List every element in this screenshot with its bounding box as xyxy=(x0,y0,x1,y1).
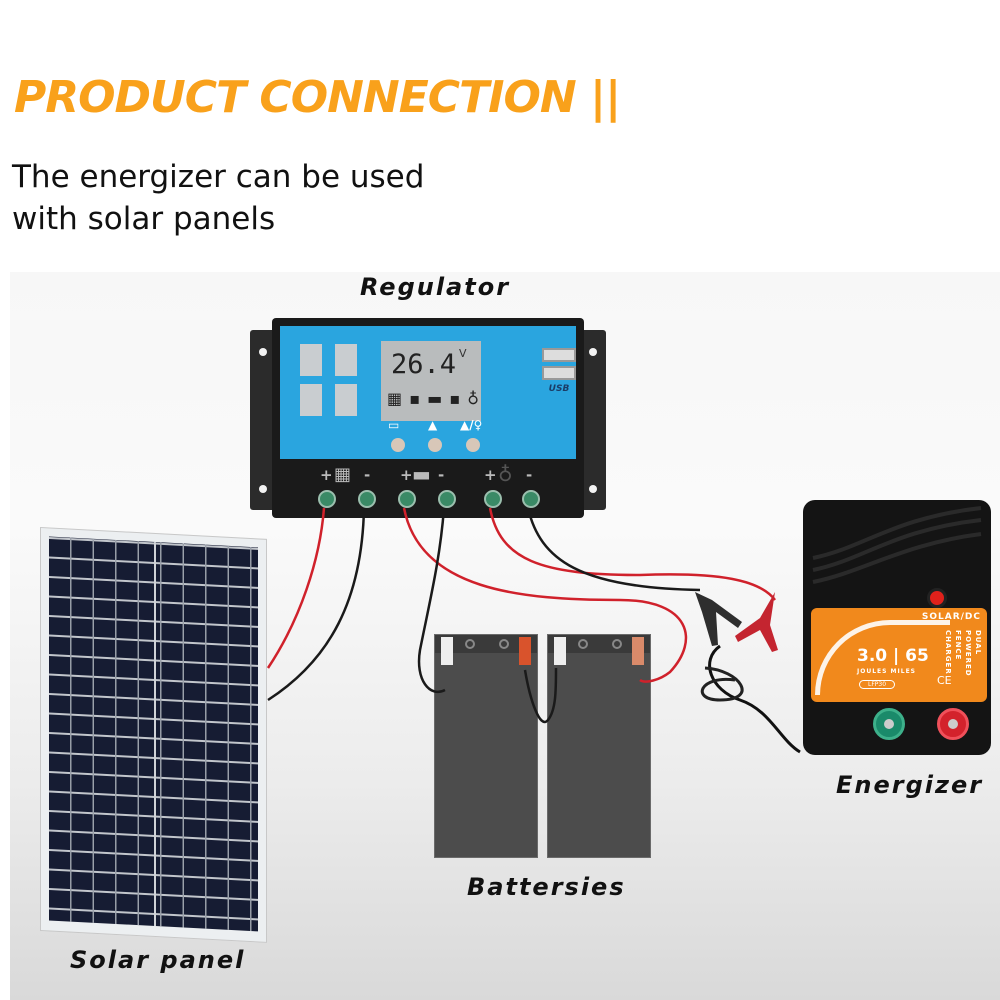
usb-label: USB xyxy=(548,384,570,394)
batteries-label: Battersies xyxy=(467,873,626,901)
ce-mark: CE xyxy=(937,674,952,687)
battery-cap xyxy=(499,639,509,649)
energizer-wave-grooves xyxy=(812,506,982,584)
lcd-display: 26.4 V ▦ ▪ ▬ ▪ ♁ xyxy=(381,341,481,421)
battery-negative-terminal xyxy=(554,637,566,665)
load-negative-terminal xyxy=(522,490,540,508)
fence-terminal xyxy=(937,708,969,740)
menu-icon: ▭ xyxy=(388,418,400,432)
battery-minus-sign: - xyxy=(438,466,445,484)
solar-positive-terminal xyxy=(318,490,336,508)
energizer: SOLAR/DC 3.0 | 65 JOULES MILES LFP30 CE … xyxy=(803,500,991,755)
ground-terminal xyxy=(873,708,905,740)
battery-positive-terminal xyxy=(398,490,416,508)
battery-positive-terminal xyxy=(519,637,531,665)
solar-terminal-icon: ▦ xyxy=(334,464,352,485)
menu-key[interactable] xyxy=(391,438,405,452)
energizer-model: LFP30 xyxy=(859,680,896,689)
battery-1 xyxy=(434,634,538,858)
energy-flow-icons: ▦ ▪ ▬ ▪ ♁ xyxy=(387,389,480,408)
voltage-readout: 26.4 xyxy=(391,349,457,380)
battery-cap xyxy=(465,639,475,649)
mount-hole xyxy=(589,485,597,493)
energizer-rating-units: JOULES MILES xyxy=(857,668,916,675)
battery-cap xyxy=(612,639,622,649)
regulator: 26.4 V ▦ ▪ ▬ ▪ ♁ USB ▭ ▲ ▲/♀ + ▦ - + ▬ -… xyxy=(250,318,606,518)
load-minus-sign: - xyxy=(526,466,533,484)
energizer-label: Energizer xyxy=(836,771,984,799)
up-key[interactable] xyxy=(428,438,442,452)
solar-panel-divider xyxy=(153,541,156,927)
page-subtitle: The energizer can be used with solar pan… xyxy=(12,156,492,240)
up-load-icon: ▲/♀ xyxy=(460,418,483,432)
battery-cap xyxy=(578,639,588,649)
mount-hole xyxy=(259,348,267,356)
voltage-unit: V xyxy=(459,347,467,360)
subtitle-line-2: with solar panels xyxy=(12,201,276,237)
regulator-face: 26.4 V ▦ ▪ ▬ ▪ ♁ USB ▭ ▲ ▲/♀ xyxy=(280,326,576,459)
solar-panel xyxy=(40,527,267,943)
usb-port xyxy=(542,348,576,362)
mount-hole xyxy=(589,348,597,356)
energizer-brand-text: SOLAR/DC xyxy=(921,612,981,622)
bulb-icon: ♁ xyxy=(498,462,513,486)
battery-terminal-icon: ▬ xyxy=(412,462,431,486)
indicator-square xyxy=(300,384,322,416)
indicator-square xyxy=(335,384,357,416)
solar-negative-terminal xyxy=(358,490,376,508)
battery-negative-terminal xyxy=(438,490,456,508)
load-positive-terminal xyxy=(484,490,502,508)
battery-negative-terminal xyxy=(441,637,453,665)
page-title: PRODUCT CONNECTION || xyxy=(14,72,621,123)
battery-positive-terminal xyxy=(632,637,644,665)
load-key[interactable] xyxy=(466,438,480,452)
battery-2 xyxy=(547,634,651,858)
regulator-body: 26.4 V ▦ ▪ ▬ ▪ ♁ USB ▭ ▲ ▲/♀ + ▦ - + ▬ -… xyxy=(272,318,584,518)
mount-hole xyxy=(259,485,267,493)
solar-panel-label: Solar panel xyxy=(70,946,246,974)
energizer-label-plate: SOLAR/DC 3.0 | 65 JOULES MILES LFP30 CE … xyxy=(811,608,987,702)
subtitle-line-1: The energizer can be used xyxy=(12,159,425,195)
load-plus-sign: + xyxy=(484,466,497,484)
solar-plus-sign: + xyxy=(320,466,333,484)
indicator-square xyxy=(335,344,357,376)
energizer-power-led xyxy=(927,588,947,608)
solar-minus-sign: - xyxy=(364,466,371,484)
battery-plus-sign: + xyxy=(400,466,413,484)
energizer-rating: 3.0 | 65 xyxy=(857,646,929,666)
usb-port xyxy=(542,366,576,380)
energizer-side-text: DUAL POWERED FENCE CHARGER xyxy=(944,630,982,677)
indicator-square xyxy=(300,344,322,376)
usb-ports: USB xyxy=(542,348,576,394)
regulator-label: Regulator xyxy=(360,273,511,301)
up-icon: ▲ xyxy=(428,418,438,432)
